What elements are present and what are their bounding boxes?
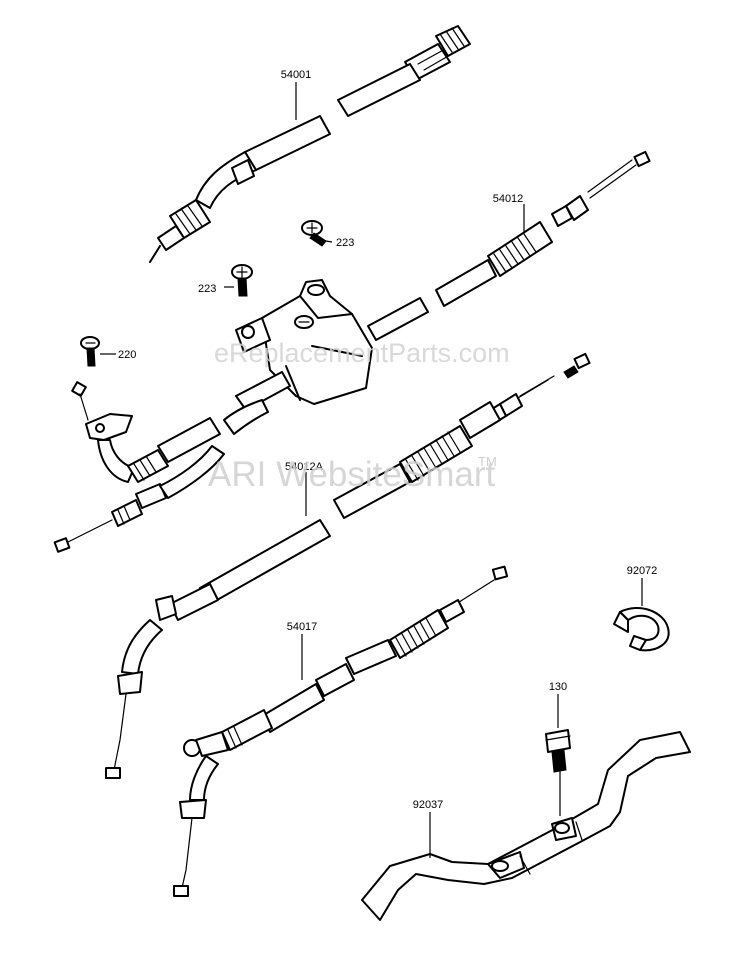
bracket-92037[interactable] [361, 731, 691, 921]
watermark-ari: ARI WebsiteSmart [208, 455, 495, 494]
screw-223-lower[interactable] [231, 264, 253, 297]
label-54017: 54017 [287, 621, 318, 633]
throttle-cable-assembly-left[interactable] [53, 381, 225, 553]
screw-223-upper[interactable] [301, 220, 327, 247]
label-220: 220 [118, 349, 136, 361]
speedometer-cable-54001[interactable] [149, 25, 471, 263]
label-130: 130 [549, 681, 567, 693]
label-92072: 92072 [627, 565, 658, 577]
label-223-upper: 223 [336, 237, 354, 249]
label-92037: 92037 [413, 799, 444, 811]
bolt-130[interactable] [545, 729, 571, 773]
cable-54012[interactable] [367, 150, 651, 341]
label-54012A: 54012A [285, 461, 324, 473]
watermark-site: eReplacementParts.com [214, 338, 510, 368]
label-54001: 54001 [281, 69, 312, 81]
cable-54017[interactable] [173, 565, 509, 897]
cable-junction-box[interactable] [223, 279, 373, 435]
label-54012: 54012 [493, 193, 524, 205]
clamp-92072[interactable] [613, 607, 670, 652]
watermark-tm: TM [478, 454, 497, 469]
screw-220[interactable] [80, 336, 100, 367]
cable-54012A[interactable] [105, 352, 591, 779]
label-223-lower: 223 [198, 283, 216, 295]
